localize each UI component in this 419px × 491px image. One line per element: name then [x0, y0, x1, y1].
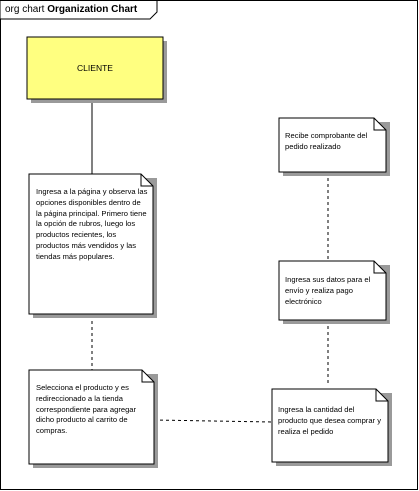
note-receipt-text: Recibe comprobante del pedido realizado [285, 131, 368, 151]
note-quantity-text: Ingresa la cantidad del producto que des… [278, 405, 381, 436]
note-select-fold [141, 370, 154, 383]
frame-title-text: Organization Chart [47, 4, 138, 15]
note-quantity-shape [271, 388, 389, 463]
client-box [26, 36, 164, 100]
note-browse-text: Ingresa a la página y observa las opcion… [36, 187, 148, 261]
note-select-shape [28, 369, 155, 465]
client-label: CLIENTE [77, 63, 113, 73]
frame-title: org chart Organization Chart [5, 4, 137, 15]
note-payment-text: Ingresa sus datos para el envío y realiz… [285, 275, 371, 306]
note-payment-shape [278, 260, 387, 321]
note-browse-fold [140, 174, 153, 187]
note-quantity-fold [375, 389, 388, 402]
note-select-text: Selecciona el producto y es redirecciona… [36, 383, 137, 436]
note-browse-shape [28, 173, 154, 315]
frame-keyword: org chart [5, 4, 45, 15]
note-payment-fold [373, 261, 386, 274]
connector-select-quantity [153, 419, 273, 423]
note-receipt-shape [278, 117, 387, 173]
note-receipt-fold [373, 118, 386, 131]
frame-title-tab [0, 0, 158, 20]
